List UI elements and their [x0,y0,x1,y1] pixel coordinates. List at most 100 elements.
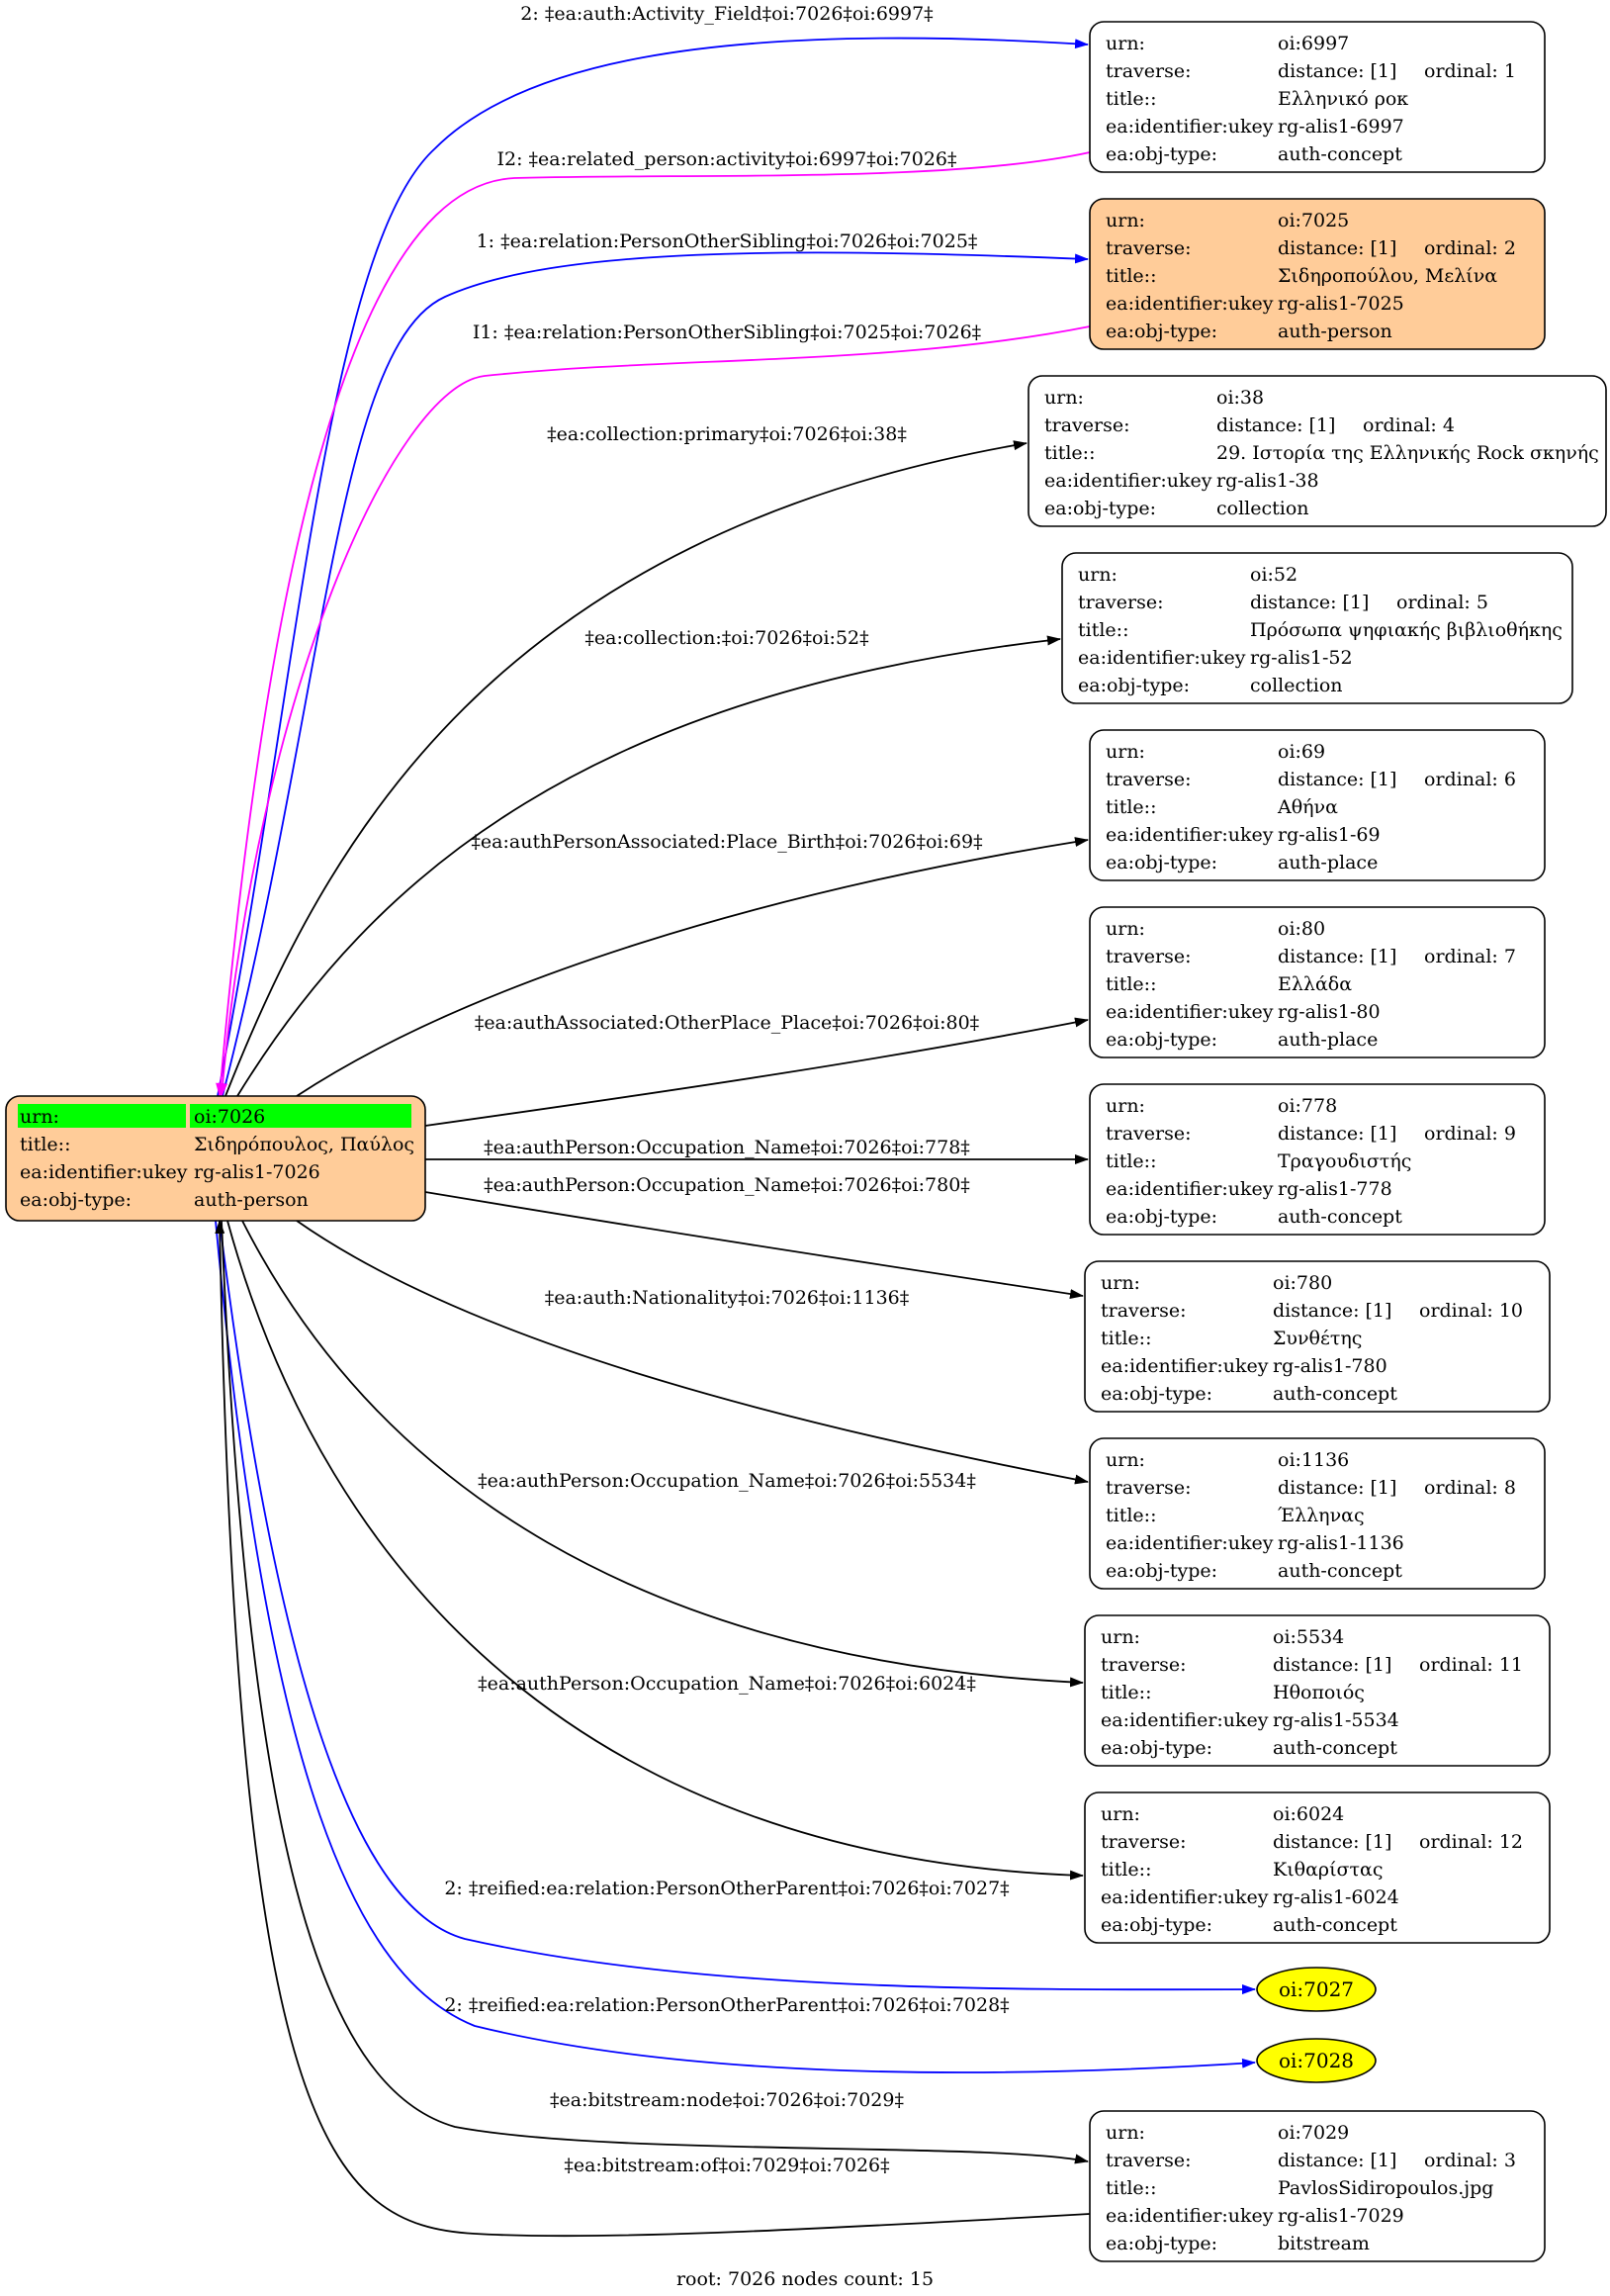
field-label-objtype: ea:obj-type: [1101,1383,1212,1405]
node-box [1089,1083,1546,1236]
field-label-traverse: traverse: [1106,769,1192,790]
field-label-ukey: ea:identifier:ukey [1078,647,1246,669]
field-label-urn: urn: [1101,1272,1140,1294]
field-label-traverse: traverse: [1106,1123,1192,1145]
field-label-objtype: ea:obj-type: [1106,143,1217,165]
field-label-traverse: traverse: [1101,1654,1187,1676]
node-ordinal: ordinal: 9 [1424,1123,1516,1145]
node-objtype: auth-concept [1273,1383,1397,1405]
edge-ed12 [241,1220,1084,1688]
field-label-traverse: traverse: [1106,946,1192,967]
node-distance: distance: [1] [1273,1831,1391,1853]
node-ukey: rg-alis1-7029 [1278,2205,1404,2227]
field-label-urn: urn: [1106,918,1145,940]
field-label-traverse: traverse: [1106,1477,1192,1499]
field-label-traverse: traverse: [1078,592,1164,613]
node-title: Τραγουδιστής [1278,1150,1411,1172]
field-label-ukey: ea:identifier:ukey [1106,116,1274,138]
node-distance: distance: [1] [1278,1123,1396,1145]
node-ordinal: ordinal: 7 [1424,946,1516,967]
node-oi-80[interactable]: urn: oi:80 traverse: distance: [1] ordinal: … [1089,906,1546,1058]
edge-label: ‡ea:bitstream:of‡oi:7029‡oi:7026‡ [564,2155,889,2176]
field-label-traverse: traverse: [1106,237,1192,259]
node-oi-7028[interactable]: oi:7028 [1256,2038,1377,2083]
edge-ed8 [424,1017,1089,1127]
node-objtype: auth-concept [1278,143,1402,165]
footer-caption: root: 7026 nodes count: 15 [676,2268,934,2290]
field-label-objtype: ea:obj-type: [1106,321,1217,342]
field-label-traverse: traverse: [1101,1300,1187,1322]
node-objtype: auth-person [1278,321,1392,342]
node-objtype: auth-place [1278,1029,1378,1051]
root-urn-label-highlight [18,1104,186,1128]
field-label-objtype: ea:obj-type: [1101,1914,1212,1936]
node-distance: distance: [1] [1278,237,1396,259]
node-distance: distance: [1] [1216,414,1335,436]
node-distance: distance: [1] [1250,592,1369,613]
node-ordinal: ordinal: 11 [1419,1654,1523,1676]
edge-label: ‡ea:authAssociated:OtherPlace_Place‡oi:7… [475,1012,979,1034]
node-box [1061,552,1573,704]
field-label-title: title:: [1106,973,1156,995]
node-urn: oi:52 [1250,564,1297,586]
node-urn: oi:7029 [1278,2122,1349,2144]
edge-label: ‡ea:authPerson:Occupation_Name‡oi:7026‡o… [484,1174,970,1196]
edge-ed5 [224,440,1028,1097]
field-label-objtype: ea:obj-type: [20,1189,132,1211]
edge-label: 2: ‡ea:auth:Activity_Field‡oi:7026‡oi:69… [520,3,933,25]
ellipse-label: oi:7028 [1279,2049,1354,2072]
field-label-title: title:: [1101,1328,1151,1349]
field-label-title: title:: [1101,1859,1151,1881]
node-title: 29. Ιστορία της Ελληνικής Rock σκηνής [1216,442,1599,464]
ellipse-shape [1256,2038,1377,2083]
field-label-ukey: ea:identifier:ukey [20,1161,188,1183]
field-label-urn: urn: [1106,210,1145,231]
field-label-title: title:: [1078,619,1128,641]
field-label-ukey: ea:identifier:ukey [1101,1709,1269,1731]
node-objtype: bitstream [1278,2233,1370,2254]
node-box [1089,729,1546,881]
field-label-ukey: ea:identifier:ukey [1106,293,1274,315]
field-label-ukey: ea:identifier:ukey [1106,1532,1274,1554]
node-urn: oi:80 [1278,918,1325,940]
node-urn: oi:69 [1278,741,1325,763]
edges-layer [215,37,1256,2238]
node-title: Αθήνα [1277,796,1338,818]
field-label-urn: urn: [1106,2122,1145,2144]
node-objtype: collection [1250,675,1343,696]
field-label-title: title:: [1106,796,1156,818]
field-label-traverse: traverse: [1101,1831,1187,1853]
edge-ed7 [296,837,1089,1097]
node-urn: oi:780 [1273,1272,1332,1294]
node-title: Πρόσωπα ψηφιακής βιβλιοθήκης [1250,619,1563,641]
edge-ed11 [296,1220,1089,1485]
node-ordinal: ordinal: 12 [1419,1831,1523,1853]
field-label-ukey: ea:identifier:ukey [1101,1886,1269,1908]
node-box [1089,198,1546,350]
field-label-objtype: ea:obj-type: [1106,1560,1217,1582]
field-label-traverse: traverse: [1106,60,1192,82]
field-label-urn: urn: [1106,1095,1145,1117]
node-oi-7027[interactable]: oi:7027 [1256,1967,1377,2012]
node-distance: distance: [1] [1278,946,1396,967]
edge-label: ‡ea:collection:‡oi:7026‡oi:52‡ [584,627,868,649]
field-label-urn: urn: [1101,1803,1140,1825]
field-label-objtype: ea:obj-type: [1106,852,1217,873]
node-ordinal: ordinal: 10 [1419,1300,1523,1322]
root-ukey: rg-alis1-7026 [194,1161,320,1183]
node-objtype: auth-concept [1273,1914,1397,1936]
field-label-urn: urn: [1106,741,1145,763]
field-label-title: title:: [1106,265,1156,287]
